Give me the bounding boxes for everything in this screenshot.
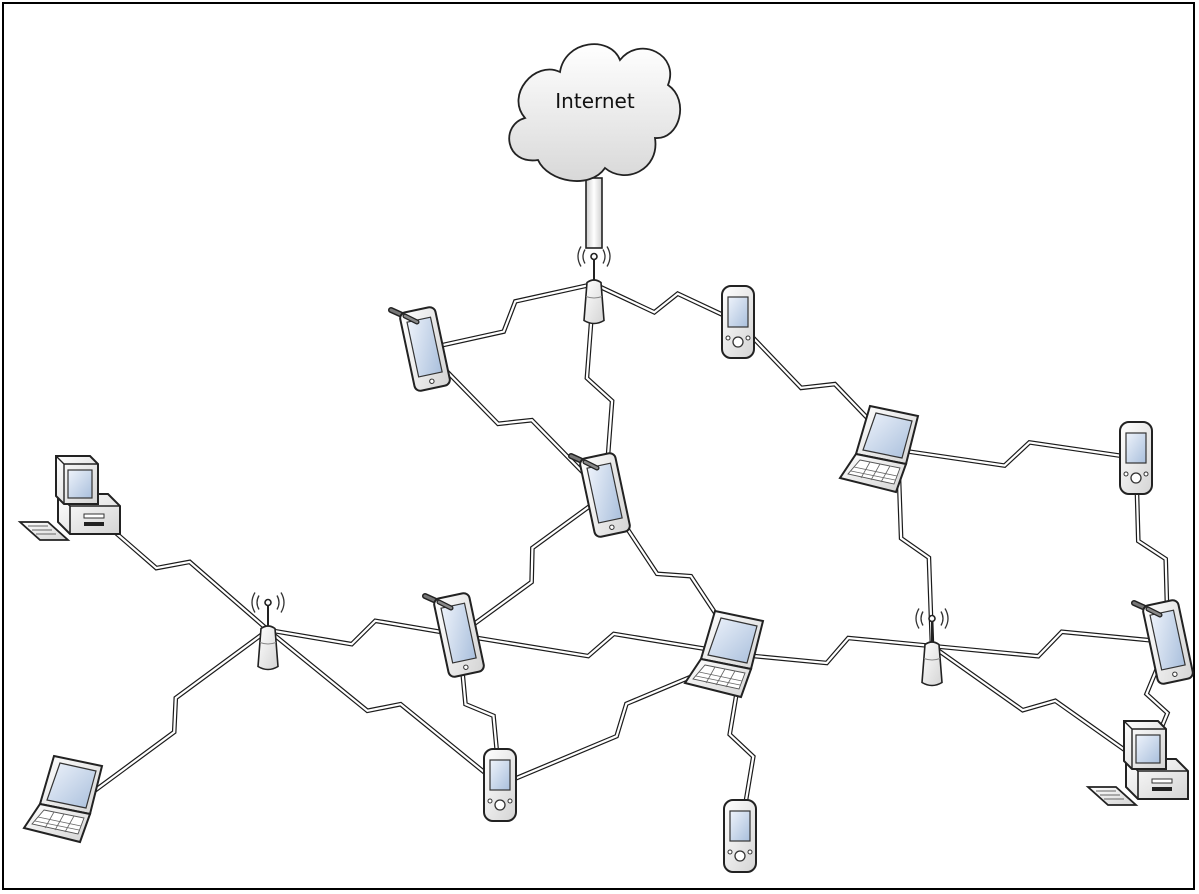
- cloud-icon: [508, 43, 682, 182]
- wireless-link: [424, 281, 595, 352]
- wireless-link: [423, 347, 607, 497]
- wireless-link: [742, 635, 933, 666]
- laptop-icon: [23, 755, 103, 843]
- tablet-icon: [391, 306, 451, 392]
- wireless-link: [895, 449, 935, 647]
- pda-icon: [721, 285, 755, 359]
- pda-icon: [1119, 421, 1153, 495]
- desktop-computer-icon: [19, 455, 121, 541]
- wireless-link: [267, 618, 460, 647]
- links-layer: [76, 281, 1171, 837]
- nodes-layer: [19, 245, 1194, 873]
- cloud-label: Internet: [555, 89, 635, 113]
- wireless-link: [930, 644, 1148, 767]
- wireless-link: [266, 628, 502, 787]
- internet-cloud: Internet: [508, 43, 682, 182]
- wireless-link: [80, 628, 270, 802]
- wireless-link: [457, 493, 607, 637]
- wireless-link: [458, 631, 744, 659]
- tablet-icon: [1134, 599, 1194, 685]
- internet-uplink-pipe: [585, 177, 603, 249]
- tablet-icon: [571, 452, 631, 538]
- pda-icon: [723, 799, 757, 873]
- tablet-icon: [425, 592, 485, 678]
- laptop-icon: [684, 610, 764, 698]
- wireless-link: [593, 281, 739, 325]
- wireless-link: [931, 629, 1169, 659]
- pda-icon: [483, 748, 517, 822]
- wireless-link: [897, 439, 1137, 469]
- laptop-icon: [839, 405, 919, 493]
- wireless-link: [499, 652, 744, 788]
- wireless-link: [584, 283, 615, 496]
